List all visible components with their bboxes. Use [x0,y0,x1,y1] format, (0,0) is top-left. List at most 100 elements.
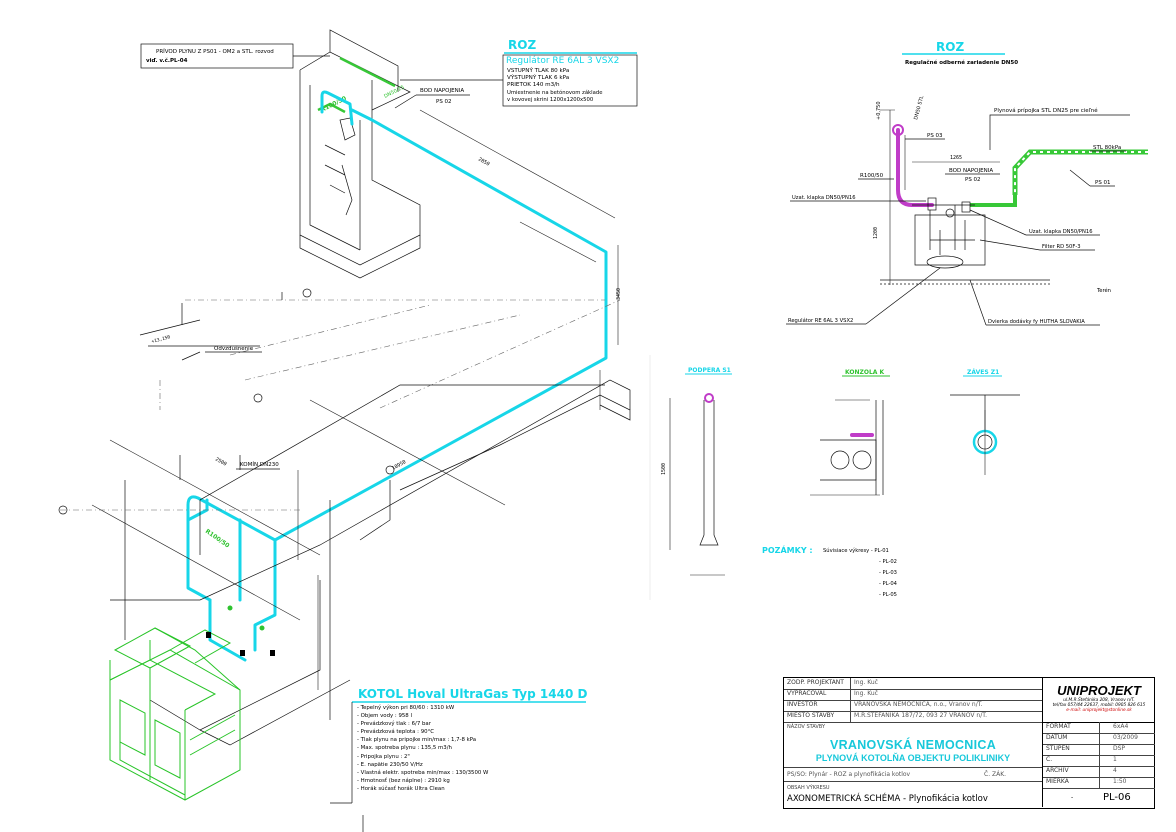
boiler-spec-line: - Prevádzkový tlak : 6/7 bar [357,721,431,728]
tb-company-addr2: tel/fax 057/44 22637, mobil: 0905 826 61… [1052,703,1146,708]
boiler-spec: KOTOL Hoval UltraGas Typ 1440 D [330,687,587,804]
komin-text: KOMÍN DN230 [240,461,279,468]
roz-detail-subtitle: Regulačné odberné zariadenie DN50 [905,59,1018,66]
tb-row-label: INVESTOR [787,701,818,708]
svg-text:2850: 2850 [477,157,490,168]
roz-detail-title: ROZ [936,40,964,54]
tb-part: PS/SO: Plynár - ROZ a plynofikácia kotlo… [787,771,911,778]
svg-text:+0,750: +0,750 [876,101,882,120]
roz-detail-ps03: PS 03 [927,133,943,139]
title-block: ZODP. PROJEKTANT Ing. Kuč VYPRACOVAL Ing… [783,677,1155,809]
tb-sheet-label: OBSAH VÝKRESU [787,785,830,791]
support-s1: PODPERA S1 1500 [661,367,732,576]
tb-row: ZODP. PROJEKTANT Ing. Kuč [784,678,1042,690]
tb-scale: - [1071,794,1074,801]
notes: POZÁMKY : Súvisiace výkresy - PL-01 - PL… [762,544,898,598]
tb-row: VYPRACOVAL Ing. Kuč [784,689,1042,701]
tb-project-line2: PLYNOVÁ KOTOLŇA OBJEKTU POLIKLINIKY [815,753,1011,763]
boiler-spec-line: - Horák súčasť horák Ultra Clean [357,785,445,792]
tb-project-line1: VRANOVSKÁ NEMOCNICA [829,738,997,752]
boiler-spec-line: - Hmotnosť (bez náplne) : 2910 kg [357,777,450,784]
top-callout: PRÍVOD PLYNU Z PS01 - OM2 a STL. rozvod … [140,43,330,69]
tb-company-mail: e-mail: uniprojekt@stonline.sk [1066,708,1132,713]
boiler-spec-line: - Pripojka plynu : 2" [357,753,410,760]
boiler-title: KOTOL Hoval UltraGas Typ 1440 D [358,687,587,701]
roz-detail-regulator: Regulátor RE 6AL 3 VSX2 [788,317,853,324]
tb-part-code: Č. ZÁK. [984,771,1007,778]
roz-detail-klapka2: Uzat. klapka DN50/PN16 [1029,229,1093,235]
svg-text:1265: 1265 [950,155,962,161]
tb-row-label: ZODP. PROJEKTANT [787,679,844,686]
regulator-housing [299,29,421,279]
notes-item-4: - PL-05 [879,592,897,598]
support-s1-title: PODPERA S1 [688,367,731,374]
support-zaves: ZÁVES Z1 [950,369,1020,475]
tb-row-value: Ing. Kuč [854,679,878,686]
svg-text:1500: 1500 [661,463,667,475]
odvzdusnenie-label: Odvzdušnenie +13,150 [148,334,262,353]
svg-text:R100/50: R100/50 [204,528,231,550]
svg-text:3450: 3450 [616,288,622,300]
tb-company-addr1: ul.M.R.Štefánika 208, Vranov n/T. [1063,698,1135,703]
tb-row-value: M.R.ŠTEFÁNIKA 187/72, 093 27 VRANOV n/T. [854,712,988,719]
komin-label: KOMÍN DN230 [236,461,280,470]
support-z1-title: ZÁVES Z1 [967,369,999,376]
tb-drawing-number: PL-06 [1103,792,1131,803]
roz-detail: ROZ Regulačné odberné zariadenie DN50 12… [786,40,1148,326]
building-outline [58,288,631,746]
roz-detail-teren: Terén [1096,287,1111,294]
tb-company: UNIPROJEKT ul.M.R.Štefánika 208, Vranov … [1043,678,1155,723]
bod-napojenia-label: BOD NAPOJENIA PS 02 [394,88,470,109]
tb-row-value: Ing. Kuč [854,690,878,697]
roz-detail-bod: BOD NAPOJENIA [949,168,993,174]
support-k-title: KONZOLA K [845,369,885,376]
boiler-spec-line: - Tepelný výkon pri 80/60 : 1310 kW [357,705,455,711]
svg-text:+13,150: +13,150 [151,334,171,345]
boiler-valves [206,605,275,656]
tb-row-label: VYPRACOVAL [787,690,827,697]
boiler-wireframe [109,627,241,801]
notes-line1: Súvisiace výkresy - PL-01 [823,547,889,554]
notes-item-2: - PL-03 [879,570,897,576]
notes-title: POZÁMKY : [762,544,813,555]
roz-main-placement1: Umiestnenie na betónovom základe [507,89,602,96]
roz-main-outlet: VÝSTUPNÝ TLAK 6 kPa [507,74,569,81]
svg-text:DN50 STL: DN50 STL [913,95,925,120]
roz-main-title: ROZ [508,38,536,52]
boiler-spec-line: - Vlastná elektr. spotreba min/max : 130… [357,769,489,776]
tb-right-panel: UNIPROJEKT ul.M.R.Štefánika 208, Vranov … [1042,678,1155,807]
notes-item-3: - PL-04 [879,581,898,587]
roz-main-flow: PRIETOK 140 m3/h [507,82,560,88]
boiler-spec-line: - Objem vody : 958 l [357,713,412,720]
regulator-green-piping: R100/50 DN50/25 [317,56,406,114]
roz-detail-skrina: Dvierka dodávky fy HUTHA SLOVAKIA [988,318,1085,325]
support-konzola: KONZOLA K [810,369,890,496]
boiler-spec-line: - Max. spotreba plynu : 135,5 m3/h [357,745,452,752]
roz-main-inlet: VSTUPNÝ TLAK 80 kPa [507,67,569,74]
top-callout-line1: PRÍVOD PLYNU Z PS01 - OM2 a STL. rozvod [156,48,274,55]
boiler-spec-line: - Prevádzková teplota : 90°C [357,729,435,736]
tb-row-label: MIESTO STAVBY [787,712,835,719]
boiler-spec-list: - Tepelný výkon pri 80/60 : 1310 kW - Ob… [357,704,587,793]
tb-company-name: UNIPROJEKT [1057,683,1141,698]
roz-detail-r100: R100/50 [860,173,884,179]
tb-sheet-title: AXONOMETRICKÁ SCHÉMA - Plynofikácia kotl… [787,794,988,804]
bod-napojenia-ps: PS 02 [436,99,452,105]
roz-detail-ps02: PS 02 [965,177,981,183]
tb-project: VRANOVSKÁ NEMOCNICA PLYNOVÁ KOTOLŇA OBJE… [784,734,1042,763]
boiler-spec-line: - E. napätie 230/50 V/Hz [357,761,423,768]
top-callout-line2: viď. v.č.PL-04 [146,57,188,64]
roz-detail-stl: STL 80kPa [1093,145,1121,151]
boiler-spec-line: - Tlak plynu na pripojke min/max : 1,7-8… [357,737,477,744]
tb-stavba-label: NÁZOV STAVBY [787,724,826,730]
roz-detail-ps01: PS 01 [1095,180,1111,186]
tb-row-value: VRANOVSKÁ NEMOCNICA, n.o., Vranov n/T. [854,701,983,708]
notes-item-1: - PL-02 [879,559,897,565]
roz-main-placement2: v kovovej skrini 1200x1200x500 [507,97,594,103]
roz-main-regulator: Regulátor RE 6AL 3 VSX2 [506,56,619,66]
roz-detail-klapka1: Uzat. klapka DN50/PN16 [792,195,856,201]
odvzdusnenie-text: Odvzdušnenie [214,345,254,352]
bod-napojenia-text: BOD NAPOJENIA [420,88,464,94]
